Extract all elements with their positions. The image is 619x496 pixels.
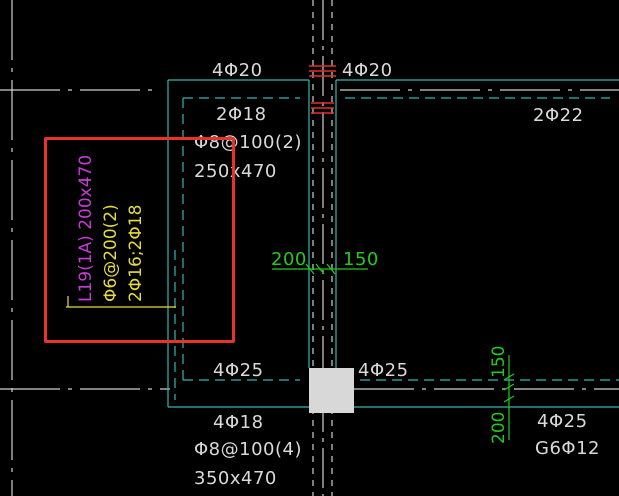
rebar-label-mid-left: 4Φ25 <box>213 360 264 381</box>
rebar-label-right-upper: 2Φ22 <box>533 105 584 126</box>
dimension-vertical-bottom: 200 <box>489 411 509 444</box>
rebar-label-beam-bottom: 2Φ18 <box>216 104 267 125</box>
beam-leader <box>66 296 176 308</box>
selection-highlight-box <box>44 137 235 343</box>
column-block[interactable] <box>309 368 354 413</box>
rebar-label-bottom-left: 4Φ18 <box>213 412 264 433</box>
rebar-marks <box>309 65 336 114</box>
rebar-label-top-right: 4Φ20 <box>342 60 393 81</box>
rebar-label-mid-right: 4Φ25 <box>358 360 409 381</box>
waist-rebar-label: G6Φ12 <box>535 438 600 459</box>
stirrup-label-bottom-left: Φ8@100(4) <box>194 439 302 460</box>
beam-size-label: 250x470 <box>194 161 277 182</box>
dimension-vertical-top: 150 <box>489 345 509 378</box>
dimension-right: 150 <box>343 249 379 270</box>
beam-size-label-bottom: 350x470 <box>194 468 277 489</box>
dimension-left: 200 <box>271 249 307 270</box>
dimension-lines <box>272 263 515 440</box>
rebar-label-bottom-right: 4Φ25 <box>537 411 588 432</box>
rebar-label-top-left: 4Φ20 <box>212 60 263 81</box>
beam-outlines <box>167 79 619 408</box>
